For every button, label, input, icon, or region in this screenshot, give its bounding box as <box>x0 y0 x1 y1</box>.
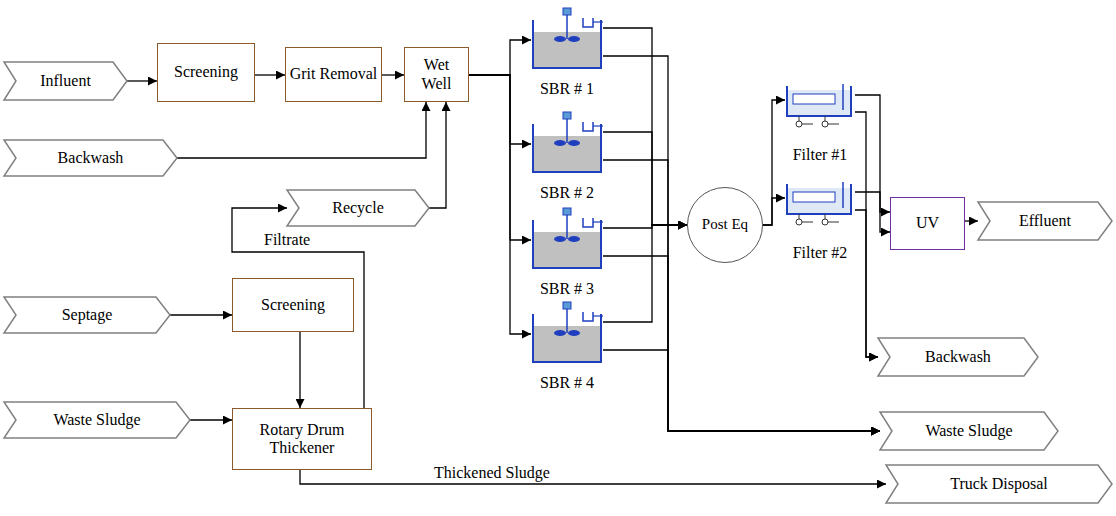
node-label: Waste Sludge <box>53 411 140 429</box>
flow-line <box>299 332 300 408</box>
sbr-tank-symbol <box>531 112 603 174</box>
node-label: Septage <box>62 306 113 324</box>
node-label: Screening <box>261 296 325 314</box>
flow-line <box>170 314 232 315</box>
node-label: Truck Disposal <box>950 475 1048 493</box>
flow-line <box>855 210 878 357</box>
flow-line <box>469 40 531 75</box>
flow-line <box>469 75 531 334</box>
edge-label: Filtrate <box>262 231 312 249</box>
node-label: UV <box>916 214 939 232</box>
sbr-tank: SBR # 4 <box>531 302 603 392</box>
flow-terminal: Effluent <box>978 202 1112 240</box>
node-label: Filter #2 <box>793 244 848 262</box>
flow-line <box>429 102 446 208</box>
node-label: Backwash <box>58 149 124 167</box>
process-box: Grit Removal <box>285 47 382 102</box>
flow-line <box>469 75 531 144</box>
node-label: Recycle <box>332 199 384 217</box>
node-label: Waste Sludge <box>925 422 1012 440</box>
node-label: Effluent <box>1019 212 1071 230</box>
flow-terminal: Truck Disposal <box>886 465 1112 503</box>
flow-line <box>255 74 285 75</box>
flow-line <box>300 470 886 484</box>
tank-circle: Post Eq <box>687 187 763 263</box>
node-label: Rotary Drum Thickener <box>236 421 368 458</box>
process-box: Screening <box>232 278 354 332</box>
filter-unit: Filter #2 <box>785 180 855 262</box>
node-label: SBR # 3 <box>540 280 594 298</box>
edge-label: Thickened Sludge <box>432 464 552 482</box>
sbr-tank-symbol <box>531 208 603 270</box>
flow-terminal: Backwash <box>878 338 1038 376</box>
node-label: Filter #1 <box>793 146 848 164</box>
flow-line <box>855 112 878 357</box>
process-box: Screening <box>157 43 255 102</box>
filter-unit: Filter #1 <box>785 82 855 164</box>
flow-terminal: Influent <box>4 62 127 100</box>
flow-terminal: Waste Sludge <box>880 412 1058 450</box>
flow-line <box>469 75 531 240</box>
filter-symbol <box>785 82 855 130</box>
filter-symbol <box>785 180 855 228</box>
node-label: Backwash <box>925 348 991 366</box>
flow-line <box>232 208 364 408</box>
node-label: Influent <box>40 72 91 90</box>
flow-line <box>603 56 880 431</box>
flow-line <box>855 192 890 232</box>
sbr-tank: SBR # 2 <box>531 112 603 202</box>
flow-line <box>603 256 880 431</box>
flow-line <box>763 198 785 225</box>
flow-line <box>603 160 880 431</box>
flow-line <box>382 74 404 75</box>
node-label: SBR # 2 <box>540 184 594 202</box>
flow-line <box>177 102 426 158</box>
flow-terminal: Waste Sludge <box>4 402 190 438</box>
flow-line <box>603 132 687 225</box>
flow-line <box>603 350 880 431</box>
flow-terminal: Septage <box>4 297 170 333</box>
node-label: Grit Removal <box>290 65 378 83</box>
flow-line <box>603 28 687 225</box>
node-label: SBR # 4 <box>540 374 594 392</box>
flow-line <box>603 225 687 322</box>
flow-line <box>190 419 232 420</box>
process-box: Rotary Drum Thickener <box>232 408 372 470</box>
node-label: Wet Well <box>408 56 465 93</box>
sbr-tank: SBR # 3 <box>531 208 603 298</box>
node-label: Screening <box>174 63 238 81</box>
flow-terminal: Backwash <box>4 140 177 176</box>
node-label: SBR # 1 <box>540 80 594 98</box>
sbr-tank-symbol <box>531 302 603 364</box>
node-label: Post Eq <box>702 216 748 233</box>
sbr-tank: SBR # 1 <box>531 8 603 98</box>
flow-line <box>763 100 785 225</box>
flow-terminal: Recycle <box>287 190 429 226</box>
process-box: Wet Well <box>404 47 469 102</box>
sbr-tank-symbol <box>531 8 603 70</box>
flow-line <box>127 80 157 81</box>
flow-line <box>965 220 978 221</box>
process-box: UV <box>890 197 965 250</box>
